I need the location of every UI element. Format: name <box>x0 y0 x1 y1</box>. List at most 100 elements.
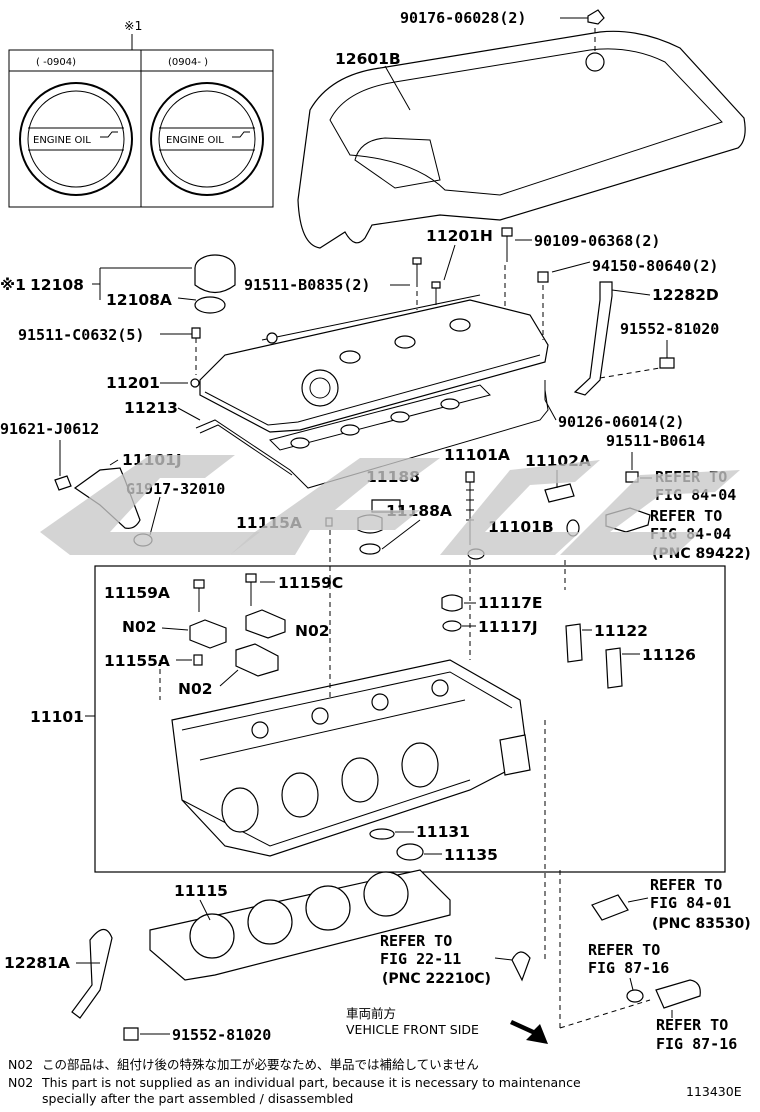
bolt-icon <box>193 579 205 589</box>
bolt-icon <box>659 357 675 369</box>
label-11101: 11101 <box>30 708 84 726</box>
stud-icon <box>465 471 475 483</box>
gasket-icon <box>442 620 462 632</box>
footnote-en-text-2: specially after the part assembled / dis… <box>42 1091 353 1106</box>
cylinder-head-gasket <box>149 869 451 981</box>
label-ref4-line2: FIG 22-11 <box>380 950 461 968</box>
label-11155a: 11155A <box>104 652 170 670</box>
footnote-jp-text: この部品は、組付け後の特殊な加工が必要なため、単品では補給していません <box>42 1057 479 1072</box>
oil-can-icon <box>232 131 250 138</box>
label-90109: 90109-06368(2) <box>534 232 660 250</box>
footnote-en-code: N02 <box>8 1075 33 1090</box>
fitting-icon <box>511 951 531 982</box>
label-91511-c0632: 91511-C0632(5) <box>18 326 144 344</box>
wire-bracket <box>573 281 613 396</box>
label-ref3-line2: FIG 84-01 <box>650 894 731 912</box>
figure-id: 113430E <box>686 1084 742 1099</box>
label-ref4-pnc: (PNC 22210C) <box>382 971 491 987</box>
camshaft-bearing-cap <box>235 643 279 677</box>
bolt-icon <box>123 1027 139 1041</box>
watermark-logo <box>40 455 740 555</box>
footnote-jp-code: N02 <box>8 1057 33 1072</box>
inset-left-cap-text: ENGINE OIL <box>33 135 91 146</box>
label-11101b: 11101B <box>488 518 554 536</box>
nut-icon <box>537 271 549 283</box>
label-11201h: 11201H <box>426 227 493 245</box>
label-12108: 12108 <box>30 276 84 294</box>
label-ref6-line1: REFER TO <box>656 1016 728 1034</box>
bolt-icon <box>245 573 257 583</box>
bolt-icon <box>54 475 72 491</box>
front-label-en: VEHICLE FRONT SIDE <box>346 1022 479 1037</box>
stud-icon <box>501 227 513 237</box>
plug-icon <box>441 594 463 612</box>
label-n02-b: N02 <box>295 622 330 640</box>
inset-right-cap-text: ENGINE OIL <box>166 135 224 146</box>
bolt-icon <box>412 257 422 265</box>
label-91621: 91621-J0612 <box>0 420 99 438</box>
plug-tube-gasket <box>269 384 491 451</box>
label-12108-marker: ※1 <box>0 276 26 294</box>
wire-bracket <box>71 928 113 1019</box>
label-ref5-line2: FIG 87-16 <box>588 959 669 977</box>
label-11131: 11131 <box>416 823 470 841</box>
label-11117j: 11117J <box>478 618 538 636</box>
label-12281a: 12281A <box>4 954 70 972</box>
label-11213: 11213 <box>124 399 178 417</box>
label-94150: 94150-80640(2) <box>592 257 718 275</box>
label-ref4-line1: REFER TO <box>380 932 452 950</box>
label-12601b: 12601B <box>335 50 401 68</box>
label-12108a: 12108A <box>106 291 172 309</box>
gasket-icon <box>359 543 381 555</box>
inset-right-header: (0904- ) <box>168 57 208 68</box>
label-11115: 11115 <box>174 882 228 900</box>
valve-guide <box>565 623 583 663</box>
label-90126: 90126-06014(2) <box>558 413 684 431</box>
front-label-jp: 車両前方 <box>346 1006 396 1021</box>
label-11159a: 11159A <box>104 584 170 602</box>
oil-cap-inset: ※1 ( -0904) (0904- ) ENGINE OIL ENGINE O… <box>8 18 274 208</box>
label-91511-b0835: 91511-B0835(2) <box>244 276 370 294</box>
hose-clamp-icon <box>626 989 644 1003</box>
front-arrow-icon <box>510 1020 548 1044</box>
label-11159c: 11159C <box>278 574 343 592</box>
label-11135: 11135 <box>444 846 498 864</box>
oil-filler-cap <box>194 254 236 314</box>
label-12282d: 12282D <box>652 286 719 304</box>
footnotes: N02 この部品は、組付け後の特殊な加工が必要なため、単品では補給していません … <box>8 1057 742 1106</box>
label-ref3-pnc: (PNC 83530) <box>652 916 751 932</box>
label-11126: 11126 <box>642 646 696 664</box>
label-11117e: 11117E <box>478 594 543 612</box>
label-11122: 11122 <box>594 622 648 640</box>
bolt-icon <box>431 281 441 289</box>
footnote-en-text-1: This part is not supplied as an individu… <box>41 1075 581 1090</box>
gasket-icon <box>369 828 395 840</box>
label-91552-b: 91552-81020 <box>172 1026 271 1044</box>
grommet-icon <box>587 9 605 25</box>
bolt-icon <box>191 327 201 339</box>
label-ref6-line2: FIG 87-16 <box>656 1035 737 1053</box>
cylinder-head <box>171 659 531 857</box>
label-91511-b0614: 91511-B0614 <box>606 432 705 450</box>
label-90176: 90176-06028(2) <box>400 9 526 27</box>
label-11101a: 11101A <box>444 446 510 464</box>
valve-guide <box>605 647 623 689</box>
label-ref5-line1: REFER TO <box>588 941 660 959</box>
label-n02-c: N02 <box>178 680 213 698</box>
camshaft-bearing-cap <box>245 609 286 639</box>
cylinder-head-cover <box>190 294 549 433</box>
label-ref3-line1: REFER TO <box>650 876 722 894</box>
hose <box>655 979 701 1009</box>
temperature-sensor <box>591 894 629 921</box>
camshaft-bearing-cap <box>189 619 227 649</box>
label-ref2-line1: REFER TO <box>650 507 722 525</box>
label-n02-a: N02 <box>122 618 157 636</box>
gasket-icon <box>396 843 424 861</box>
pipe-plug <box>544 483 575 503</box>
pin-icon <box>193 654 203 666</box>
label-11201: 11201 <box>106 374 160 392</box>
oil-can-icon <box>100 131 118 138</box>
inset-left-header: ( -0904) <box>36 57 76 68</box>
inset-marker: ※1 <box>124 18 142 33</box>
